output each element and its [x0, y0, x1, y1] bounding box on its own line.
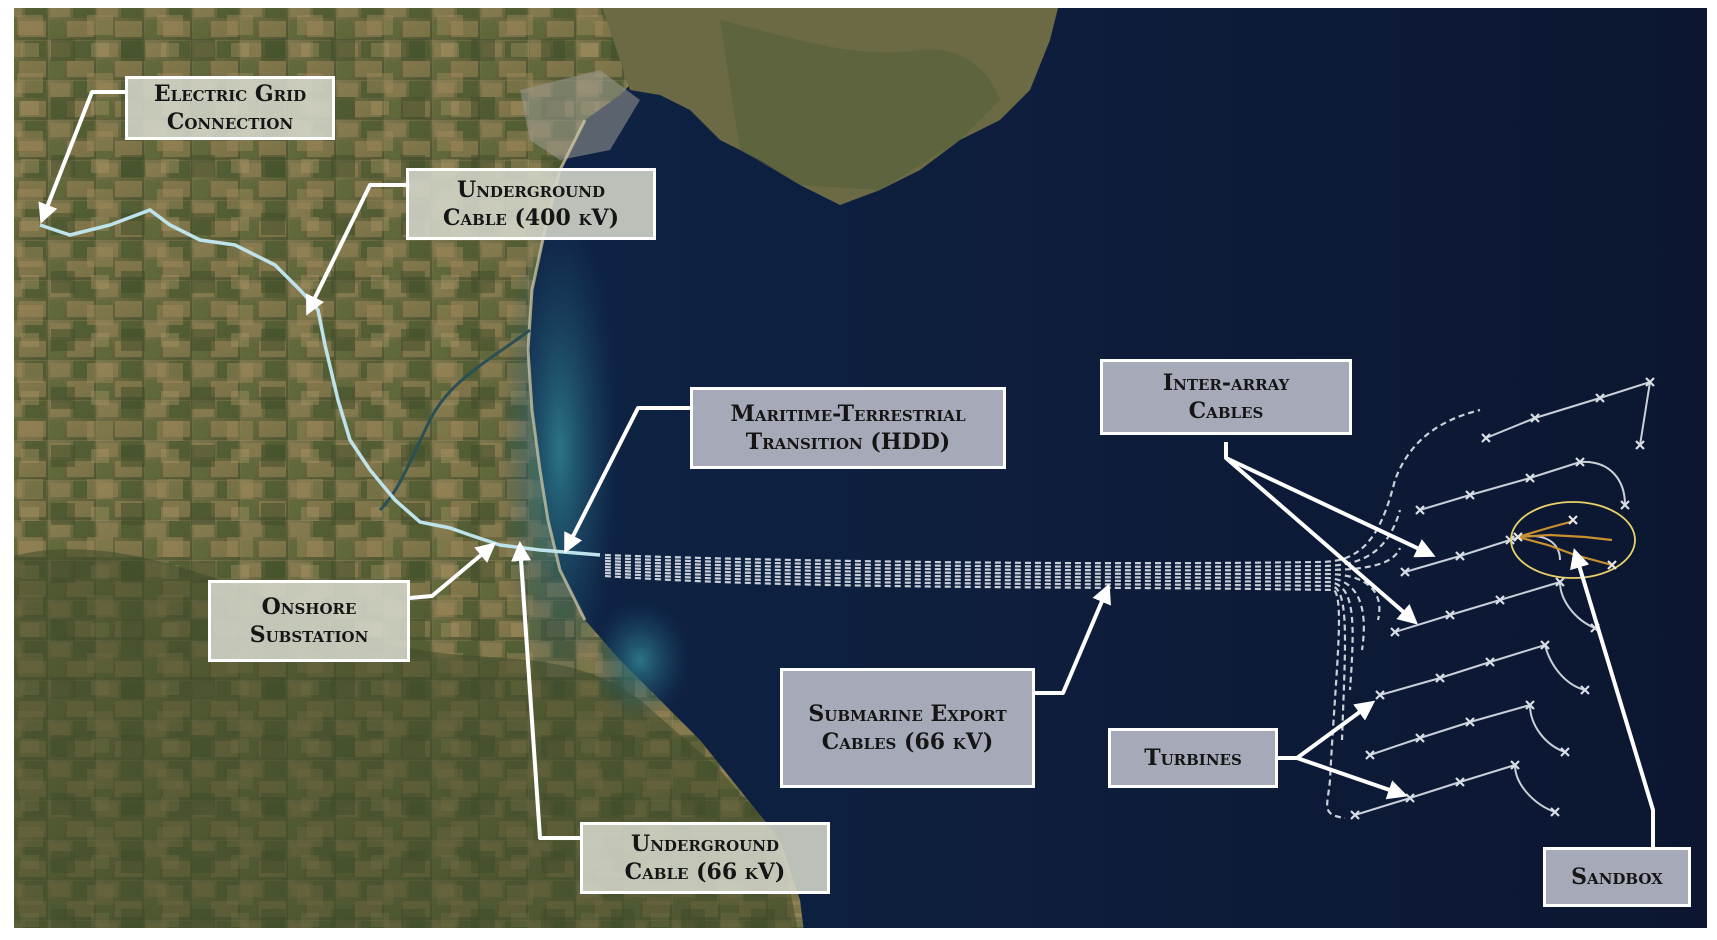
label-underground-cable-400kv: Underground Cable (400 kV): [406, 168, 656, 240]
river: [378, 328, 531, 512]
arrow-grid-connection: [38, 90, 125, 224]
arrow-submarine-export: [1035, 583, 1111, 695]
turbine-markers: [1350, 377, 1655, 820]
label-inter-array-cables: Inter-array Cables: [1100, 359, 1352, 435]
label-maritime-terrestrial-transition: Maritime-Terrestrial Transition (HDD): [690, 387, 1006, 469]
arrow-transition-hdd: [564, 406, 690, 554]
sandbox-ellipse: [1510, 501, 1636, 579]
leader-lines: [38, 90, 1655, 847]
label-submarine-export-cables: Submarine Export Cables (66 kV): [780, 668, 1035, 788]
label-turbines: Turbines: [1108, 728, 1278, 788]
arrow-turbines-2: [1296, 756, 1408, 800]
arrow-inter-array-2: [1224, 456, 1419, 625]
sandbox-area: [1510, 501, 1636, 579]
arrow-underground-400: [306, 183, 410, 316]
arrow-underground-66: [511, 541, 580, 840]
submarine-export-cables: [604, 408, 1481, 820]
town-north: [520, 70, 640, 160]
arrow-sandbox: [1570, 548, 1655, 847]
arrow-onshore-substation: [409, 542, 497, 600]
label-sandbox: Sandbox: [1543, 847, 1691, 907]
label-electric-grid-connection: Electric Grid Connection: [125, 76, 335, 140]
label-onshore-substation: Onshore Substation: [208, 580, 410, 662]
label-underground-cable-66kv: Underground Cable (66 kV): [580, 822, 830, 894]
